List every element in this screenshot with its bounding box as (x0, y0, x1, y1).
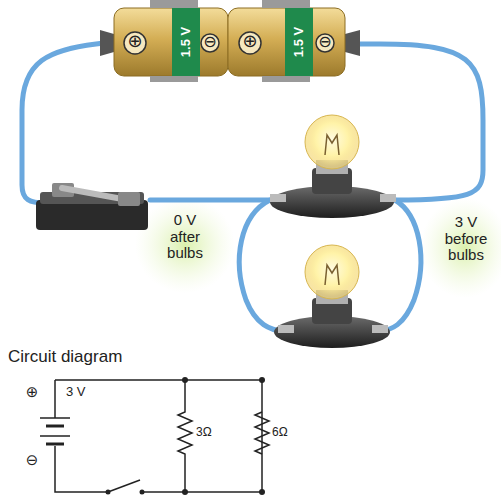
resistance-value: 6Ω (272, 426, 288, 439)
terminal-sign: ⊕ (124, 32, 146, 52)
battery-voltage: 1.5 V (285, 8, 313, 76)
voltage-note: 0 V after bulbs (157, 212, 213, 262)
terminal-sign: ⊕ (239, 32, 261, 52)
terminal-sign: ⊖ (315, 33, 335, 51)
diagram-heading: Circuit diagram (8, 348, 122, 367)
voltage-note: 3 V before bulbs (438, 214, 494, 264)
terminal-sign: ⊖ (200, 33, 220, 51)
terminal-sign: ⊕ (22, 384, 42, 401)
source-voltage: 3 V (66, 385, 86, 399)
resistance-value: 3Ω (196, 426, 212, 439)
battery-voltage: 1.5 V (172, 8, 200, 76)
terminal-sign: ⊖ (22, 452, 42, 469)
